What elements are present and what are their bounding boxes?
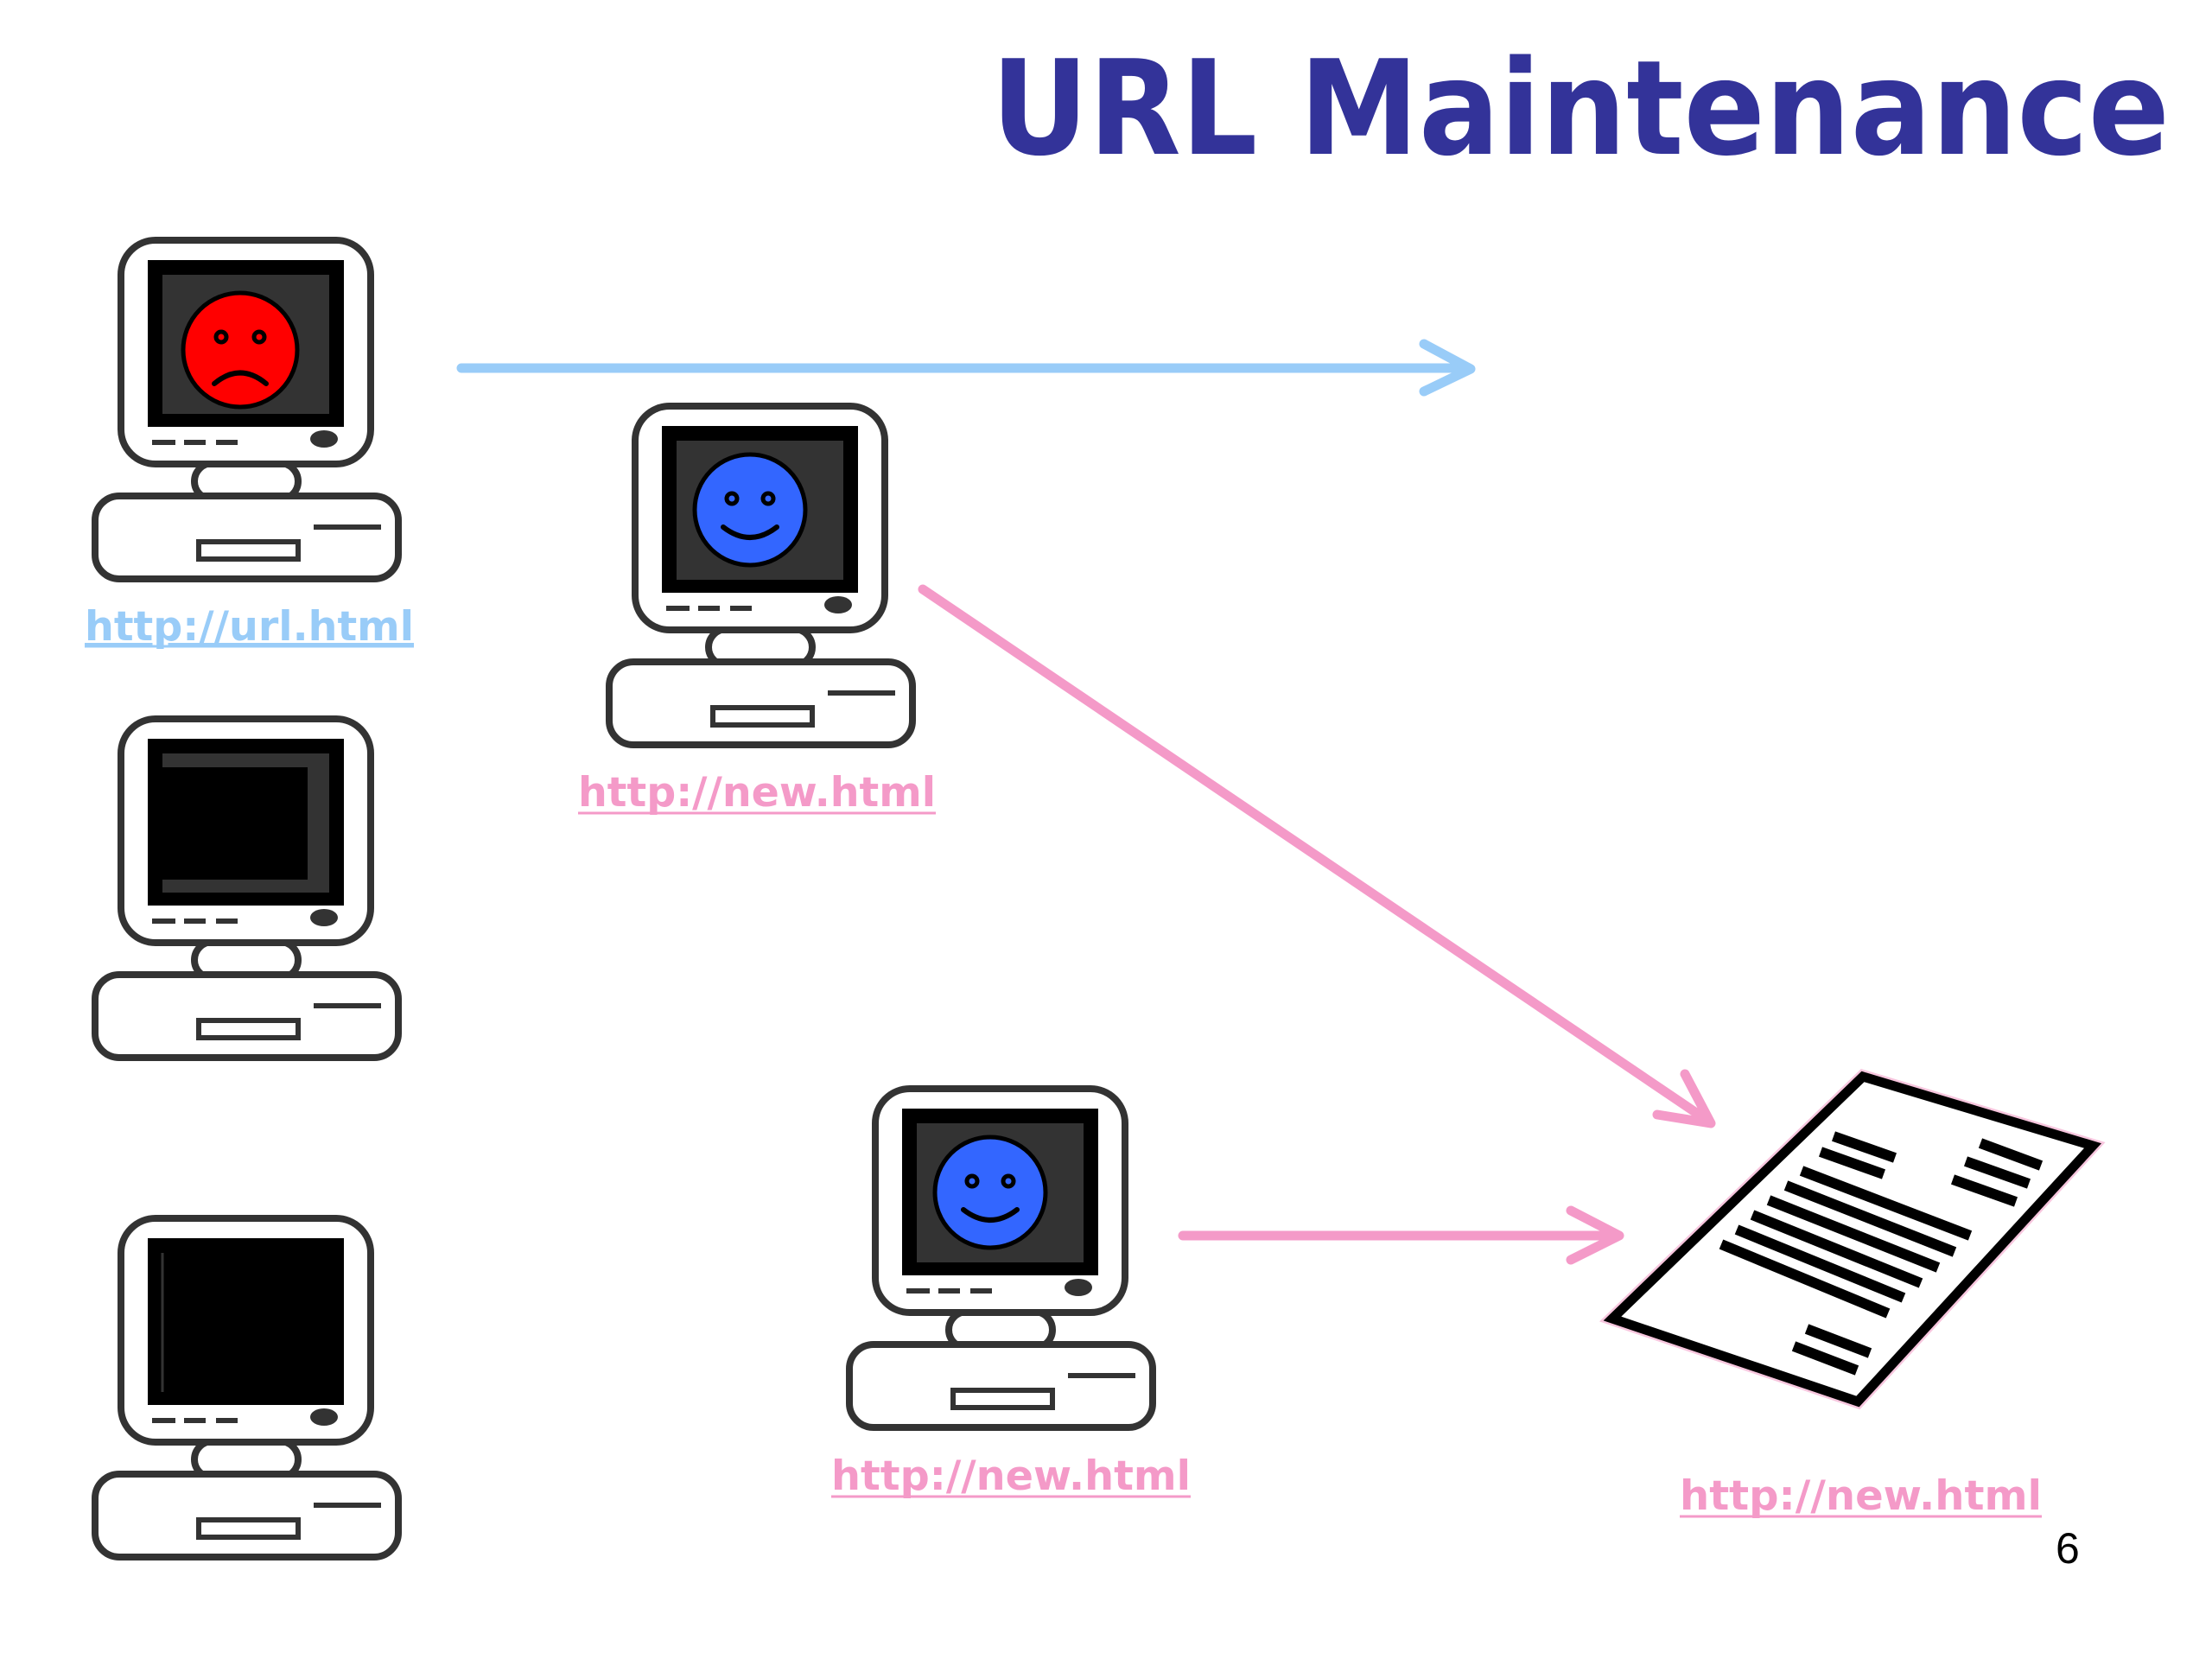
url-label-old[interactable]: http://url.html <box>85 603 414 651</box>
arrow-old-url-broken <box>456 339 1476 397</box>
happy-face-icon <box>692 452 808 568</box>
page-number: 6 <box>2056 1524 2080 1573</box>
blank-screen <box>162 767 308 880</box>
computer-new-url-bottom <box>849 1089 1153 1427</box>
url-label-new-bottom[interactable]: http://new.html <box>831 1452 1191 1500</box>
arrow-top-to-document <box>918 584 1716 1128</box>
computer-blank-bottom <box>95 1218 398 1557</box>
url-label-new-top[interactable]: http://new.html <box>578 769 936 817</box>
computer-new-url-top <box>609 406 912 745</box>
url-label-document[interactable]: http://new.html <box>1680 1472 2042 1520</box>
happy-face-icon <box>932 1135 1048 1250</box>
document-icon <box>1599 1068 2106 1410</box>
sad-face-icon <box>181 290 300 410</box>
arrow-bottom-to-document <box>1178 1205 1624 1265</box>
computer-old-url <box>95 240 398 579</box>
computer-blank-middle <box>95 719 398 1058</box>
slide-title: URL Maintenance <box>991 32 2170 185</box>
computer-icon <box>95 1218 398 1557</box>
